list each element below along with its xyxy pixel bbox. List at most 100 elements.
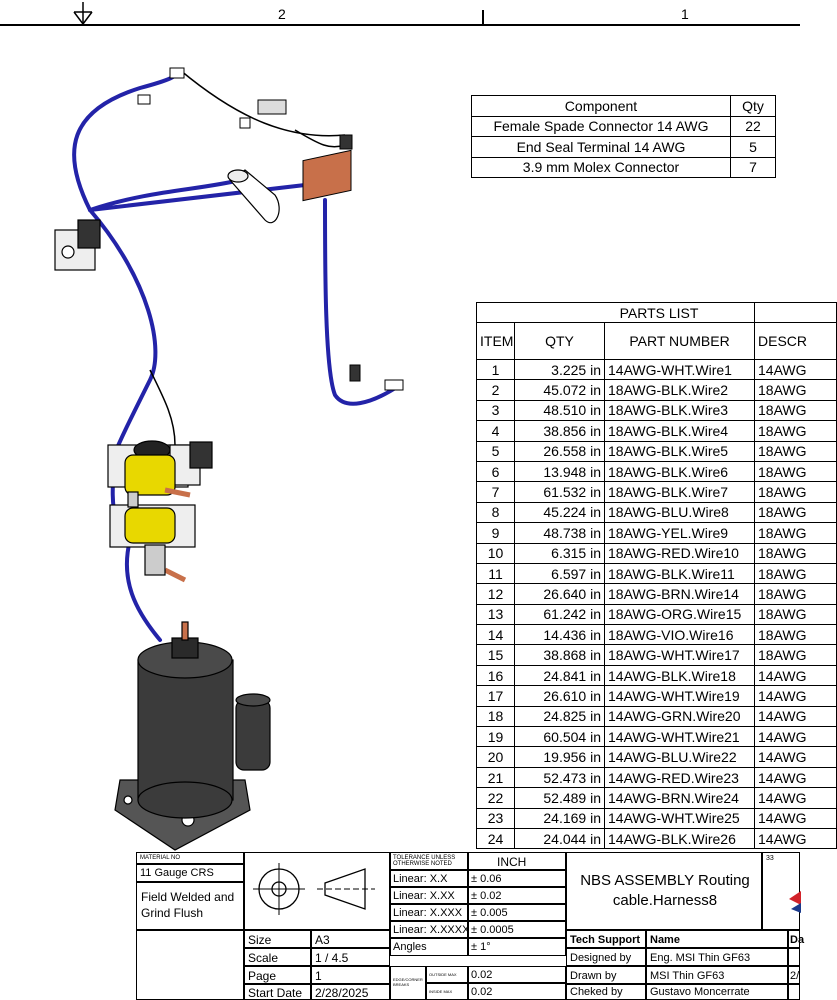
logo-fragment-icon: [789, 891, 801, 913]
tolerance-value: ± 0.0005: [471, 924, 514, 936]
tolerance-type: Linear: X.XX: [393, 890, 455, 902]
quantity: 13.948 in: [514, 460, 605, 483]
solenoid-valves: [107, 440, 213, 583]
tolerance-label: TOLERANCE UNLESS OTHERWISE NOTED: [393, 855, 456, 867]
item-number: 1: [476, 358, 515, 381]
item-number: 5: [476, 440, 515, 462]
part-number: 18AWG-BLK.Wire2: [603, 379, 756, 401]
component-name: Female Spade Connector 14 AWG: [471, 115, 731, 137]
wire-route: [124, 538, 162, 642]
table-header-row: Component Qty: [471, 95, 776, 117]
quantity: 52.473 in: [514, 766, 605, 789]
edge-breaks-label: EDGE/CORNER BREAKS: [393, 977, 423, 987]
part-number: 18AWG-BLU.Wire8: [603, 501, 756, 524]
quantity: 48.510 in: [514, 399, 605, 422]
start-date-label: Start Date: [248, 986, 303, 1000]
description: 14AWG: [754, 807, 837, 829]
quantity: 3.225 in: [514, 358, 605, 381]
part-number: 18AWG-BLK.Wire5: [603, 440, 756, 462]
connector: [169, 67, 185, 79]
description: 18AWG: [754, 379, 837, 401]
part-number: 14AWG-WHT.Wire19: [603, 685, 756, 707]
quantity: 24.825 in: [514, 705, 605, 728]
part-number: 14AWG-WHT.Wire25: [603, 807, 756, 829]
quantity: 6.315 in: [514, 542, 605, 564]
description: 18AWG: [754, 399, 837, 422]
component-table: Component Qty Female Spade Connector 14 …: [471, 95, 776, 178]
table-row: 3.9 mm Molex Connector 7: [471, 156, 776, 178]
left-valve: [54, 219, 101, 271]
connector: [239, 117, 251, 129]
quantity: 61.242 in: [514, 603, 605, 626]
description: 18AWG: [754, 542, 837, 564]
quantity: 38.868 in: [514, 644, 605, 666]
quantity: 61.532 in: [514, 481, 605, 503]
description: 14AWG: [754, 358, 837, 381]
item-number: 2: [476, 379, 515, 401]
assembly-title: NBS ASSEMBLY Routing cable.Harness8: [580, 872, 750, 909]
description: 18AWG: [754, 420, 837, 442]
description: 18AWG: [754, 460, 837, 483]
wire-route: [149, 369, 176, 446]
component-name: 3.9 mm Molex Connector: [471, 156, 731, 178]
connector: [339, 134, 353, 150]
item-number: 24: [476, 827, 515, 850]
description: 18AWG: [754, 440, 837, 462]
parts-list-title: PARTS LIST: [475, 302, 756, 323]
description: 18AWG: [754, 501, 837, 524]
part-number: 18AWG-BLK.Wire6: [603, 460, 756, 483]
description: 14AWG: [754, 766, 837, 789]
item-number: 19: [476, 726, 515, 748]
scale-value: 1 / 4.5: [315, 951, 349, 965]
part-number: 18AWG-WHT.Wire17: [603, 644, 756, 666]
item-number: 15: [476, 644, 515, 666]
checked-by-value: Gustavo Moncerrate: [650, 986, 750, 998]
part-number-header: PART NUMBER: [603, 322, 756, 360]
start-date-value: 2/28/2025: [315, 986, 369, 1000]
table-header-row: ITEM QTY PART NUMBER DESCR: [476, 322, 837, 360]
tolerance-value: ± 0.005: [471, 907, 508, 919]
description: 14AWG: [754, 827, 837, 850]
quantity: 14.436 in: [514, 624, 605, 646]
description: 18AWG: [754, 624, 837, 646]
tolerance-type: Linear: X.XXXX: [393, 924, 470, 936]
item-number: 23: [476, 807, 515, 829]
description: 14AWG: [754, 787, 837, 809]
description: 18AWG: [754, 522, 837, 544]
zone-label-2: 2: [278, 6, 286, 22]
description: 14AWG: [754, 705, 837, 728]
part-number: 18AWG-VIO.Wire16: [603, 624, 756, 646]
checked-by-label: Cheked by: [570, 986, 623, 998]
description: 14AWG: [754, 726, 837, 748]
description: 18AWG: [754, 603, 837, 626]
part-number: 14AWG-BLK.Wire18: [603, 664, 756, 687]
wire-route: [72, 68, 182, 212]
datum-triangle-icon: [73, 2, 93, 26]
size-label: Size: [248, 933, 272, 947]
quantity: 48.738 in: [514, 522, 605, 544]
part-number: 18AWG-BLK.Wire4: [603, 420, 756, 442]
capacitor: [227, 169, 280, 224]
quantity: 45.072 in: [514, 379, 605, 401]
zone-label-1: 1: [681, 6, 689, 22]
item-number: 11: [476, 562, 515, 585]
wire-route: [179, 69, 346, 137]
wire-route: [294, 129, 346, 148]
quantity: 6.597 in: [514, 562, 605, 585]
part-number: 14AWG-BLU.Wire22: [603, 746, 756, 768]
part-number: 18AWG-BLK.Wire3: [603, 399, 756, 422]
